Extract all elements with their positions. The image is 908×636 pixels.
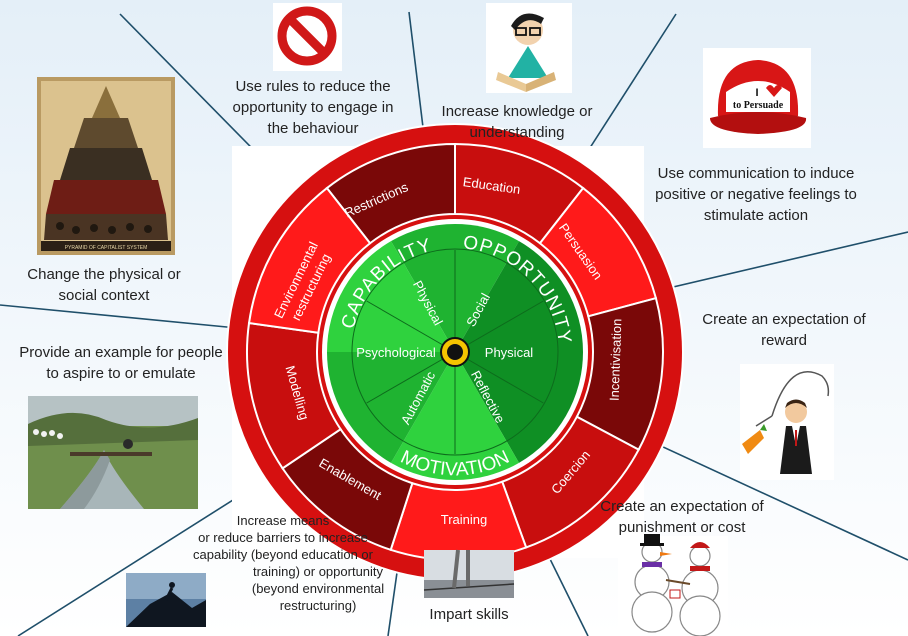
psychological-label: Psychological xyxy=(356,345,436,360)
core-reflective-motivation xyxy=(455,352,583,463)
enablement-description: Increase means or reduce barriers to inc… xyxy=(193,513,385,613)
core-band-line xyxy=(351,248,559,456)
core-divider xyxy=(454,351,544,404)
coercion-description: Create an expectation of punishment or c… xyxy=(600,498,764,536)
environmental-description: Change the physical or social context xyxy=(27,266,181,304)
cap-text: to Persuade xyxy=(733,100,784,111)
svg-text:I: I xyxy=(755,87,758,99)
com-b-core xyxy=(327,224,583,481)
reading-student-icon xyxy=(486,3,572,93)
core-divider xyxy=(454,300,544,353)
segment-environmental-restructuring xyxy=(247,186,372,334)
tightrope-photo-image xyxy=(423,549,515,598)
core-divider xyxy=(366,300,456,353)
core-divider xyxy=(366,351,456,404)
center-dot xyxy=(447,344,463,360)
no-entry-sign-icon xyxy=(273,3,342,71)
snowmen-icon xyxy=(618,534,728,636)
persuasion-description: Use communication to induce positive or … xyxy=(655,165,857,224)
core-social-opportunity xyxy=(455,224,519,352)
training-description: Impart skills xyxy=(429,606,509,623)
carrot-reward-icon xyxy=(740,364,834,480)
restrictions-description: Use rules to reduce the opportunity to e… xyxy=(232,78,394,137)
core-physical-opportunity xyxy=(455,241,583,352)
training-label: Training xyxy=(441,512,487,527)
modelling-description: Provide an example for people to aspire … xyxy=(19,344,223,382)
education-description: Increase knowledge or understanding xyxy=(441,103,593,141)
core-physical-capability xyxy=(391,224,455,352)
incentivisation-label: Incentivisation xyxy=(607,318,625,401)
poster-caption: PYRAMID OF CAPITALIST SYSTEM xyxy=(65,245,148,251)
climber-photo-image xyxy=(126,573,206,627)
persuade-cap-icon: I to Persuade xyxy=(703,48,811,148)
river-photo-image xyxy=(28,396,198,509)
core-psychological-capability xyxy=(327,241,455,352)
incentivisation-description: Create an expectation of reward xyxy=(702,311,866,349)
physical-opportunity-label: Physical xyxy=(485,345,534,360)
pyramid-poster-image: PYRAMID OF CAPITALIST SYSTEM xyxy=(37,77,175,255)
core-psychological-lower xyxy=(327,352,455,463)
